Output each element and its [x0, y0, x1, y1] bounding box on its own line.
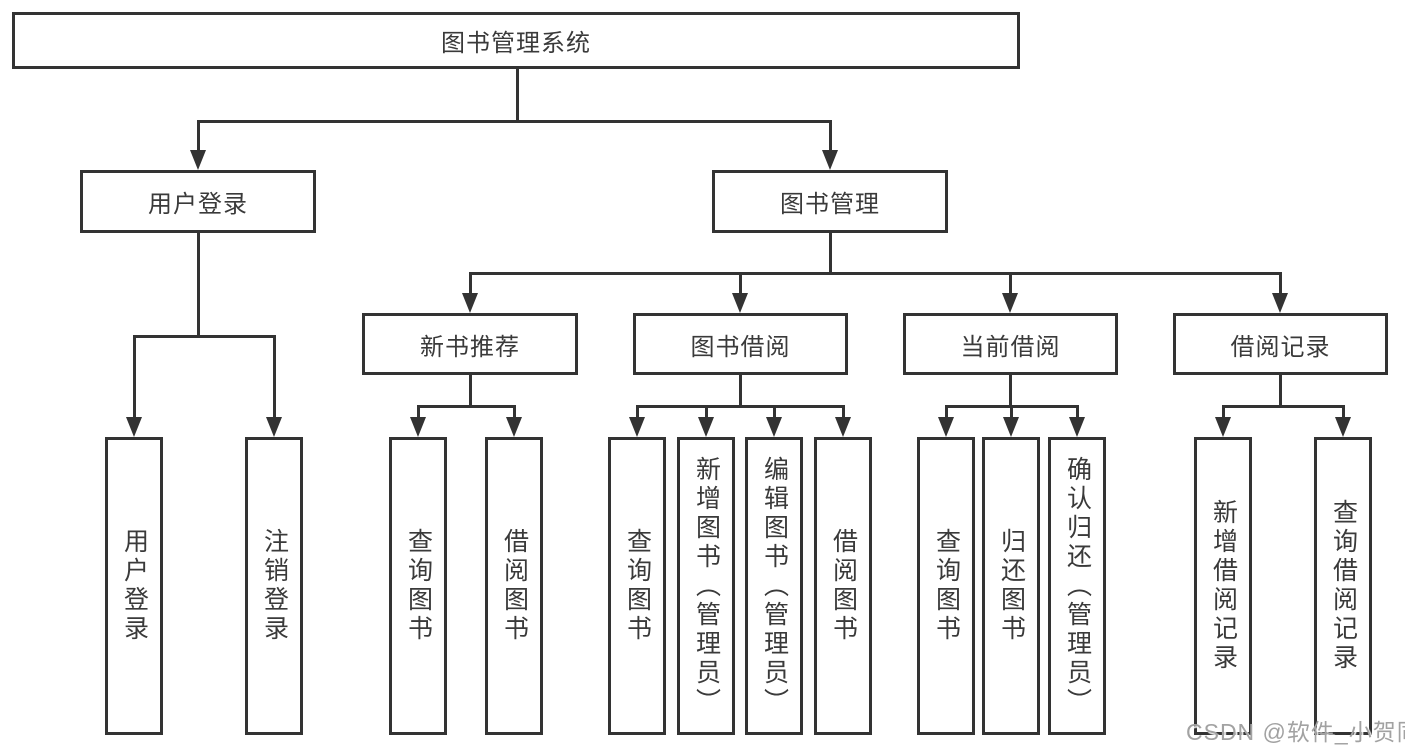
connector-new-book-rec-stem — [469, 372, 472, 408]
arrowhead-g3-leaf2 — [1003, 417, 1019, 437]
node-user-login: 用户登录 — [80, 170, 316, 233]
connector-level2-hline — [197, 120, 832, 123]
connector-borrow-records-stem — [1279, 372, 1282, 408]
leaf-logout: 注销登录 — [245, 437, 303, 735]
leaf-return-books: 归还图书 — [982, 437, 1040, 735]
node-borrow-records: 借阅记录 — [1173, 313, 1388, 375]
arrowhead-g2-leaf3 — [766, 417, 782, 437]
leaf-add-borrow-record: 新增借阅记录 — [1194, 437, 1252, 735]
connector-user-login-hline — [133, 335, 276, 338]
arrowhead-g1-leaf1 — [410, 417, 426, 437]
arrowhead-book-borrow — [732, 293, 748, 313]
leaf-borrow-books-1: 借阅图书 — [485, 437, 543, 735]
arrowhead-g3-leaf3 — [1069, 417, 1085, 437]
leaf-query-borrow-record: 查询借阅记录 — [1314, 437, 1372, 735]
connector-drop-book-borrow — [739, 272, 742, 294]
connector-root-stem — [516, 66, 519, 122]
connector-drop-g3-leaf1 — [945, 405, 948, 419]
connector-drop-new-book-rec — [469, 272, 472, 294]
connector-drop-current-borrow — [1009, 272, 1012, 294]
node-current-borrowing: 当前借阅 — [903, 313, 1118, 375]
arrowhead-g2-leaf4 — [835, 417, 851, 437]
connector-group4-hline — [1222, 405, 1345, 408]
node-book-borrowing: 图书借阅 — [633, 313, 848, 375]
leaf-user-login: 用户登录 — [105, 437, 163, 735]
node-book-management: 图书管理 — [712, 170, 948, 233]
arrowhead-g3-leaf1 — [938, 417, 954, 437]
arrowhead-g4-leaf1 — [1215, 417, 1231, 437]
connector-drop-g2-leaf1 — [636, 405, 639, 419]
leaf-query-books-2: 查询图书 — [608, 437, 666, 735]
arrowhead-login-leaf2 — [266, 417, 282, 437]
leaf-query-books-3: 查询图书 — [917, 437, 975, 735]
connector-drop-g4-leaf1 — [1222, 405, 1225, 419]
arrowhead-new-book-rec — [462, 293, 478, 313]
connector-level3-hline — [469, 272, 1282, 275]
leaf-query-books-1: 查询图书 — [389, 437, 447, 735]
connector-drop-g3-leaf3 — [1076, 405, 1079, 419]
arrowhead-current-borrow — [1002, 293, 1018, 313]
connector-drop-g2-leaf3 — [773, 405, 776, 419]
connector-drop-borrow-records — [1279, 272, 1282, 294]
node-new-book-recommend: 新书推荐 — [362, 313, 578, 375]
csdn-watermark: CSDN @软件_小贺同学 — [1186, 719, 1405, 745]
arrowhead-user-login — [190, 150, 206, 170]
leaf-edit-books-admin: 编辑图书（管理员） — [745, 437, 803, 735]
connector-group1-hline — [417, 405, 516, 408]
connector-drop-book-mgmt — [829, 120, 832, 152]
connector-user-login-stem — [197, 230, 200, 335]
leaf-borrow-books-2: 借阅图书 — [814, 437, 872, 735]
leaf-confirm-return-admin: 确认归还（管理员） — [1048, 437, 1106, 735]
connector-drop-g3-leaf2 — [1010, 405, 1013, 419]
connector-drop-g2-leaf4 — [842, 405, 845, 419]
connector-book-borrow-stem — [739, 372, 742, 408]
connector-drop-g2-leaf2 — [705, 405, 708, 419]
arrowhead-g4-leaf2 — [1335, 417, 1351, 437]
connector-drop-login-leaf2 — [273, 335, 276, 419]
connector-drop-login-leaf1 — [133, 335, 136, 419]
connector-drop-g4-leaf2 — [1342, 405, 1345, 419]
arrowhead-borrow-records — [1272, 293, 1288, 313]
arrowhead-g2-leaf2 — [698, 417, 714, 437]
leaf-add-books-admin: 新增图书（管理员） — [677, 437, 735, 735]
arrowhead-login-leaf1 — [126, 417, 142, 437]
connector-drop-g1-leaf2 — [513, 405, 516, 419]
arrowhead-g2-leaf1 — [629, 417, 645, 437]
arrowhead-book-mgmt — [822, 150, 838, 170]
connector-drop-user-login — [197, 120, 200, 152]
connector-book-mgmt-stem — [829, 230, 832, 275]
arrowhead-g1-leaf2 — [506, 417, 522, 437]
connector-group2-hline — [636, 405, 845, 408]
connector-current-borrow-stem — [1009, 372, 1012, 408]
node-root-system: 图书管理系统 — [12, 12, 1020, 69]
connector-drop-g1-leaf1 — [417, 405, 420, 419]
